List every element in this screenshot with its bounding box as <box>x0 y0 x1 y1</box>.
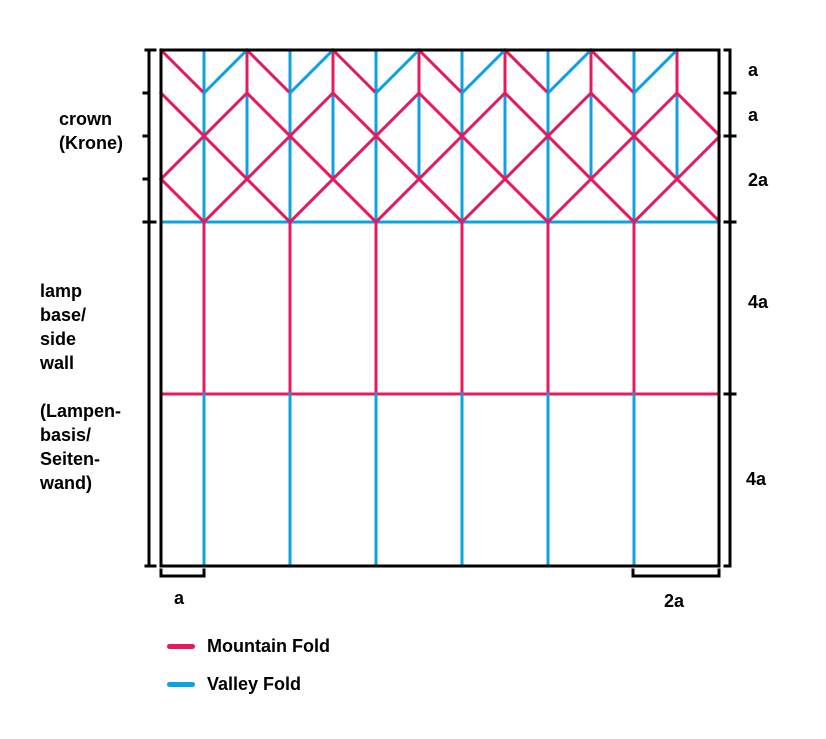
dim-side-wall-upper: 4a <box>748 292 769 312</box>
dim-row1: a <box>748 60 759 80</box>
mountain-fold-diagonal <box>588 47 637 96</box>
crown-label: crown (Krone) <box>59 109 123 153</box>
mountain-fold-diagonal <box>158 176 207 225</box>
legend-valley: Valley Fold <box>167 674 301 695</box>
mountain-fold-diagonal <box>330 47 379 96</box>
mountain-fold-diagonal <box>158 90 250 182</box>
mountain-fold-diagonal <box>416 47 465 96</box>
mountain-fold-diagonal <box>459 90 594 225</box>
dimension-brackets <box>142 48 737 578</box>
dim-bottom-a: a <box>174 588 185 608</box>
mountain-fold-diagonal <box>158 90 293 225</box>
legend-valley-label: Valley Fold <box>207 674 302 694</box>
legend-mountain: Mountain Fold <box>167 636 330 657</box>
legend-mountain-label: Mountain Fold <box>207 636 330 656</box>
mountain-fold-diagonal <box>631 134 722 225</box>
mountain-fold-swatch-icon <box>167 644 195 649</box>
mountain-fold-diagonal <box>674 90 722 138</box>
mountain-fold-diagonal <box>502 47 551 96</box>
mountain-fold-diagonal <box>545 90 680 225</box>
mountain-fold-diagonal <box>330 90 465 225</box>
dim-bottom-2a: 2a <box>664 591 685 611</box>
dim-row2: a <box>748 105 759 125</box>
valley-fold-diagonal <box>545 47 594 96</box>
valley-fold-diagonal <box>201 47 250 96</box>
dim-side-wall-lower: 4a <box>746 469 767 489</box>
valley-fold-diagonal <box>459 47 508 96</box>
paper-outline <box>159 48 721 568</box>
dim-row3: 2a <box>748 170 769 190</box>
mountain-fold-diagonal <box>287 90 422 225</box>
mountain-fold-diagonal <box>201 90 336 225</box>
mountain-fold-diagonal <box>588 90 722 224</box>
mountain-fold-diagonal <box>416 90 551 225</box>
valley-fold-diagonal <box>373 47 422 96</box>
mountain-fold-diagonal <box>244 90 379 225</box>
mountain-fold-diagonal <box>158 47 207 96</box>
valley-fold-swatch-icon <box>167 682 195 687</box>
valley-fold-diagonal <box>631 47 680 96</box>
side-wall-label: lamp base/ side wall (Lampen- basis/ Sei… <box>40 281 121 493</box>
mountain-fold-diagonal <box>373 90 508 225</box>
fold-lines <box>158 47 722 568</box>
mountain-fold-diagonal <box>502 90 637 225</box>
valley-fold-diagonal <box>287 47 336 96</box>
mountain-fold-diagonal <box>244 47 293 96</box>
